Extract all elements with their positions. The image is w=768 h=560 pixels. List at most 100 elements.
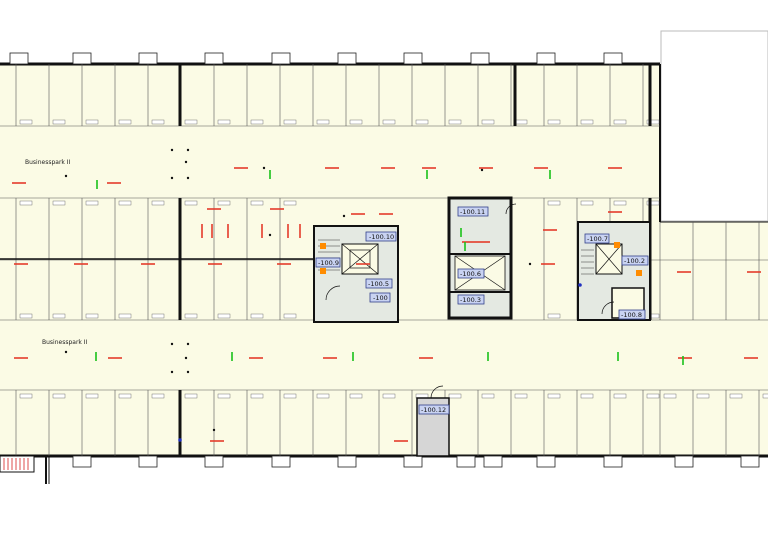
bay-marker bbox=[729, 393, 743, 399]
svg-text:-100.7: -100.7 bbox=[587, 235, 608, 243]
svg-text:-100.8: -100.8 bbox=[621, 311, 642, 319]
bay-marker bbox=[118, 200, 132, 206]
structural-walls bbox=[0, 64, 652, 456]
elevator-icon-east bbox=[595, 243, 623, 275]
room-tag-r3: -100.3 bbox=[457, 294, 485, 305]
bay-marker bbox=[646, 200, 660, 206]
bay-marker bbox=[382, 119, 396, 125]
sprinkler-dots bbox=[64, 148, 532, 432]
bay-marker bbox=[663, 393, 677, 399]
svg-text:-100.12: -100.12 bbox=[421, 406, 446, 414]
bay-marker bbox=[151, 313, 165, 319]
room-tags: -100.10 -100.9 -100.5 -100 -100.11 -100.… bbox=[315, 206, 649, 415]
svg-text:-100.5: -100.5 bbox=[368, 280, 389, 288]
bay-marker bbox=[283, 119, 297, 125]
columns-top bbox=[9, 52, 623, 65]
bay-marker bbox=[85, 200, 99, 206]
bay-marker bbox=[613, 200, 627, 206]
bay-marker bbox=[184, 119, 198, 125]
bay-marker bbox=[547, 313, 561, 319]
svg-text:-100.3: -100.3 bbox=[460, 296, 481, 304]
bay-marker bbox=[19, 200, 33, 206]
bay-marker bbox=[85, 313, 99, 319]
bay-marker bbox=[184, 200, 198, 206]
bay-marker bbox=[415, 119, 429, 125]
bay-marker bbox=[217, 200, 231, 206]
bay-marker bbox=[184, 313, 198, 319]
bay-marker bbox=[85, 393, 99, 399]
bay-marker bbox=[613, 393, 627, 399]
bay-marker bbox=[316, 393, 330, 399]
bay-marker bbox=[19, 313, 33, 319]
bay-marker bbox=[19, 119, 33, 125]
room-tag-r2: -100.2 bbox=[621, 255, 649, 266]
bay-marker bbox=[85, 119, 99, 125]
bay-marker bbox=[19, 393, 33, 399]
zone-label-south: Businesspark II bbox=[42, 339, 88, 346]
room-tag-r7: -100.7 bbox=[584, 233, 610, 244]
svg-text:-100: -100 bbox=[373, 294, 388, 302]
bay-marker bbox=[118, 393, 132, 399]
bay-marker bbox=[151, 119, 165, 125]
door-swing-icon-east bbox=[601, 301, 615, 315]
marker-blue bbox=[178, 438, 182, 442]
bay-marker bbox=[382, 393, 396, 399]
bay-marker bbox=[52, 313, 66, 319]
svg-text:-100.10: -100.10 bbox=[369, 233, 394, 241]
room-tag-r9: -100.9 bbox=[315, 257, 341, 268]
light-fixtures bbox=[12, 167, 761, 442]
bay-marker bbox=[580, 119, 594, 125]
bay-marker bbox=[283, 200, 297, 206]
room-tag-r11: -100.11 bbox=[457, 206, 489, 217]
bay-marker bbox=[547, 119, 561, 125]
bay-marker bbox=[514, 119, 528, 125]
bay-marker bbox=[448, 119, 462, 125]
svg-text:-100.9: -100.9 bbox=[318, 259, 339, 267]
bay-marker bbox=[52, 119, 66, 125]
bay-marker bbox=[481, 119, 495, 125]
bay-marker bbox=[349, 119, 363, 125]
columns-bottom bbox=[72, 455, 760, 468]
elevator-icon bbox=[341, 243, 379, 275]
bay-marker bbox=[52, 393, 66, 399]
bay-marker bbox=[547, 200, 561, 206]
bay-marker bbox=[481, 393, 495, 399]
bay-marker bbox=[580, 393, 594, 399]
door-swing-icon bbox=[325, 285, 341, 301]
room-tag-r8: -100.8 bbox=[618, 309, 646, 320]
bay-number-markers bbox=[19, 119, 768, 399]
bay-marker bbox=[547, 393, 561, 399]
bay-marker bbox=[250, 119, 264, 125]
svg-text:-100.11: -100.11 bbox=[460, 208, 485, 216]
door-swing-icon-middle bbox=[505, 203, 517, 215]
bay-marker bbox=[646, 393, 660, 399]
bay-marker bbox=[118, 313, 132, 319]
bay-marker bbox=[349, 393, 363, 399]
room-tag-r6: -100.6 bbox=[457, 268, 485, 279]
room-tag-r12: -100.12 bbox=[418, 404, 450, 415]
bay-marker bbox=[250, 313, 264, 319]
bay-marker bbox=[514, 393, 528, 399]
bay-marker bbox=[696, 393, 710, 399]
bay-marker bbox=[184, 393, 198, 399]
exit-stair-icon bbox=[0, 455, 50, 484]
bay-marker bbox=[646, 119, 660, 125]
bay-marker bbox=[448, 393, 462, 399]
bay-marker bbox=[118, 119, 132, 125]
bay-marker bbox=[217, 313, 231, 319]
svg-text:-100.2: -100.2 bbox=[624, 257, 645, 265]
bay-marker bbox=[580, 200, 594, 206]
bay-marker bbox=[283, 313, 297, 319]
bay-marker bbox=[613, 119, 627, 125]
svg-text:-100.6: -100.6 bbox=[460, 270, 481, 278]
bay-marker bbox=[250, 200, 264, 206]
room-tag-r100: -100 bbox=[369, 292, 391, 303]
stair-icon-east bbox=[581, 249, 594, 275]
bay-marker bbox=[250, 393, 264, 399]
adjacent-building-outline bbox=[660, 30, 768, 222]
bay-marker bbox=[283, 393, 297, 399]
bay-marker bbox=[151, 200, 165, 206]
room-tag-r10: -100.10 bbox=[365, 231, 397, 242]
door-swing-icon-south bbox=[430, 385, 444, 399]
